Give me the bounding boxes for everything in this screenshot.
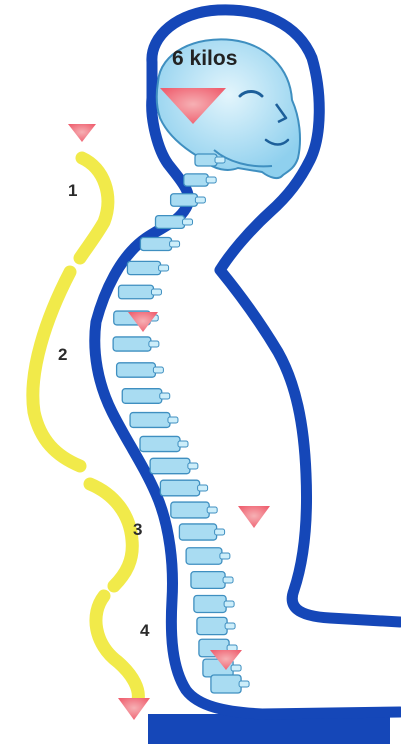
vertebra xyxy=(119,285,154,299)
vertebra-process xyxy=(149,341,159,347)
vertebra xyxy=(140,436,180,451)
vertebra xyxy=(195,154,217,166)
vertebra-process xyxy=(183,219,193,225)
vertebra xyxy=(179,524,216,540)
vertebra-process xyxy=(168,417,178,423)
vertebra xyxy=(117,363,156,377)
vertebra xyxy=(122,389,162,404)
vertebra xyxy=(171,194,198,207)
curve-segment-cervical xyxy=(80,158,108,258)
vertebra xyxy=(113,337,151,351)
vertebra-process xyxy=(151,289,161,295)
vertebra xyxy=(186,548,222,564)
curve-segment-lumbar xyxy=(90,484,132,586)
curve-segment-sacral xyxy=(96,596,138,700)
vertebra xyxy=(197,617,227,634)
vertebra-process xyxy=(198,485,208,491)
vertebra-process xyxy=(225,623,235,629)
vertebra xyxy=(194,596,226,613)
vertebra-process xyxy=(159,265,169,271)
vertebra-process xyxy=(215,529,225,535)
vertebra-process xyxy=(223,577,233,583)
vertebra-process xyxy=(195,197,205,203)
vertebra xyxy=(155,216,184,229)
weight-label: 6 kilos xyxy=(172,47,237,70)
vertebra-process xyxy=(206,177,216,183)
vertebra-process xyxy=(224,601,234,607)
vertebra-process xyxy=(215,157,225,163)
vertebra xyxy=(130,413,170,428)
vertebra-process xyxy=(153,367,163,373)
vertebra xyxy=(127,261,160,274)
curve-label-1: 1 xyxy=(68,181,77,200)
vertebra-process xyxy=(188,463,198,469)
vertebra xyxy=(184,174,208,186)
vertebra xyxy=(191,572,225,589)
vertebra xyxy=(160,480,199,496)
marker-lower-back xyxy=(238,506,270,528)
vertebra xyxy=(140,237,171,250)
vertebra-process xyxy=(170,241,180,247)
vertebra-process xyxy=(160,393,170,399)
marker-top-curve xyxy=(68,124,96,142)
vertebra-process xyxy=(231,665,241,671)
curve-label-4: 4 xyxy=(140,621,150,640)
spine-vertebrae xyxy=(113,154,249,693)
vertebra xyxy=(150,458,190,473)
vertebra xyxy=(211,675,241,693)
vertebra-process xyxy=(207,507,217,513)
marker-base xyxy=(118,698,150,720)
vertebra-process xyxy=(239,681,249,687)
curve-segment-thoracic xyxy=(33,272,80,466)
vertebra-process xyxy=(178,441,188,447)
curve-label-2: 2 xyxy=(58,345,67,364)
curve-label-3: 3 xyxy=(133,520,142,539)
vertebra xyxy=(171,502,209,518)
vertebra-process xyxy=(220,553,230,559)
